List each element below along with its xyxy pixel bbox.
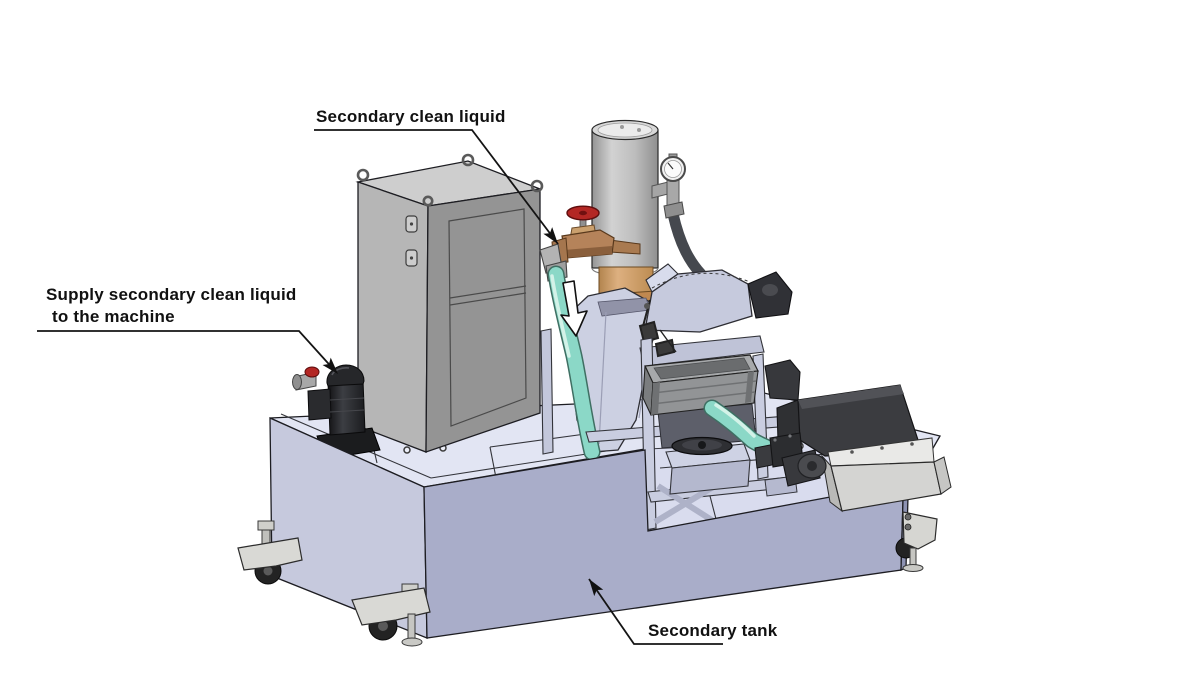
caster-bracket — [237, 537, 303, 571]
cabinet-front-door — [425, 188, 541, 453]
transfer-pump — [754, 432, 827, 497]
collection-box — [642, 354, 759, 416]
casters — [237, 511, 938, 647]
leader-line — [37, 330, 337, 373]
callout-supply-secondary-clean-liquid: Supply secondary clean liquid to the mac… — [37, 285, 338, 374]
callout-secondary-tank: Secondary tank — [588, 578, 778, 645]
hopper-support-post — [540, 328, 554, 455]
pressure-gauge — [651, 153, 686, 219]
discharge-chute — [830, 461, 942, 512]
lug-icon — [403, 446, 411, 454]
cabinet-eye-bolts — [356, 153, 544, 207]
chip-conveyor — [764, 359, 952, 513]
leader-line — [588, 578, 723, 645]
separator-clamps — [638, 299, 677, 358]
callout-arrowhead — [589, 579, 604, 597]
leader-line — [314, 129, 559, 245]
cabinet-latches — [405, 215, 418, 267]
valve-body-shadow — [564, 246, 612, 258]
gauge-union-nut — [663, 201, 685, 219]
pedestal-front — [669, 459, 751, 495]
frame-brace — [656, 483, 720, 527]
caster-front-right — [895, 511, 938, 572]
eye-bolt-icon — [422, 195, 434, 207]
pump-dome-highlight — [331, 367, 350, 376]
eye-bolt-icon — [356, 168, 370, 182]
conveyor-top-facet — [798, 385, 904, 409]
callout-text: Supply secondary clean liquid — [46, 285, 296, 304]
pump-inlet-valve-handle — [304, 366, 320, 378]
annotations: Secondary clean liquid Supply secondary … — [37, 107, 778, 645]
supply-hose — [547, 265, 601, 461]
cover-screws — [850, 442, 914, 454]
cabinet-door-frame — [448, 208, 527, 427]
pump-body — [327, 379, 366, 436]
separator-hinge-line — [651, 272, 751, 289]
box-opening — [653, 357, 751, 380]
control-cabinet — [355, 153, 544, 453]
pipe-flange — [292, 374, 302, 390]
callout-arrowhead — [543, 227, 558, 244]
callout-text: Secondary clean liquid — [316, 107, 506, 126]
callout-text: to the machine — [52, 307, 175, 326]
pedestal-motor — [671, 436, 733, 456]
pump-junction-box — [307, 388, 332, 421]
eye-bolt-icon — [461, 153, 475, 167]
leveling-foot — [401, 637, 423, 647]
supply-hose-tube — [549, 267, 599, 459]
supply-pump — [292, 364, 381, 460]
caster-front-left — [351, 583, 431, 647]
callout-arrowhead — [322, 357, 338, 374]
callout-text: Secondary tank — [648, 621, 778, 640]
conveyor-drive-housing — [764, 359, 801, 401]
flow-direction-arrow — [560, 280, 588, 337]
drain-hose — [667, 208, 707, 280]
drum-separator — [638, 263, 793, 367]
caster-rear-left — [237, 520, 303, 585]
eye-bolt-icon — [530, 179, 544, 193]
discharge-chute-right-side — [933, 456, 952, 495]
caster-bracket — [902, 511, 938, 550]
callout-secondary-clean-liquid: Secondary clean liquid — [314, 107, 559, 245]
leveling-foot — [902, 564, 924, 572]
